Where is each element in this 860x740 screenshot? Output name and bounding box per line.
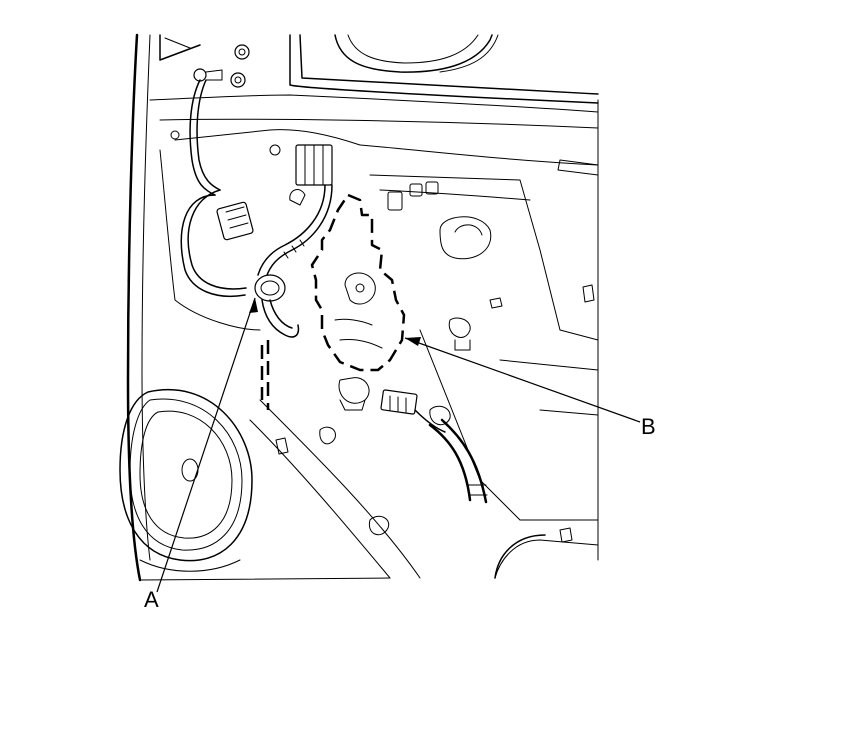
regulator-motor-b [310, 193, 406, 372]
mounting-bolts [193, 44, 250, 88]
speaker [119, 389, 391, 581]
wire-harness [180, 79, 333, 297]
leader-arrow-a [249, 298, 258, 313]
harness-connector [380, 389, 488, 504]
leader-line-a [156, 297, 256, 593]
callout-label-b: B [641, 414, 656, 439]
callout-label-a: A [144, 587, 159, 612]
inner-panel [159, 99, 599, 579]
callout-leaders [156, 297, 641, 593]
leader-arrow-b [405, 337, 421, 346]
door-frame [126, 33, 599, 582]
leader-line-b [404, 337, 641, 423]
connector-a [254, 274, 300, 410]
